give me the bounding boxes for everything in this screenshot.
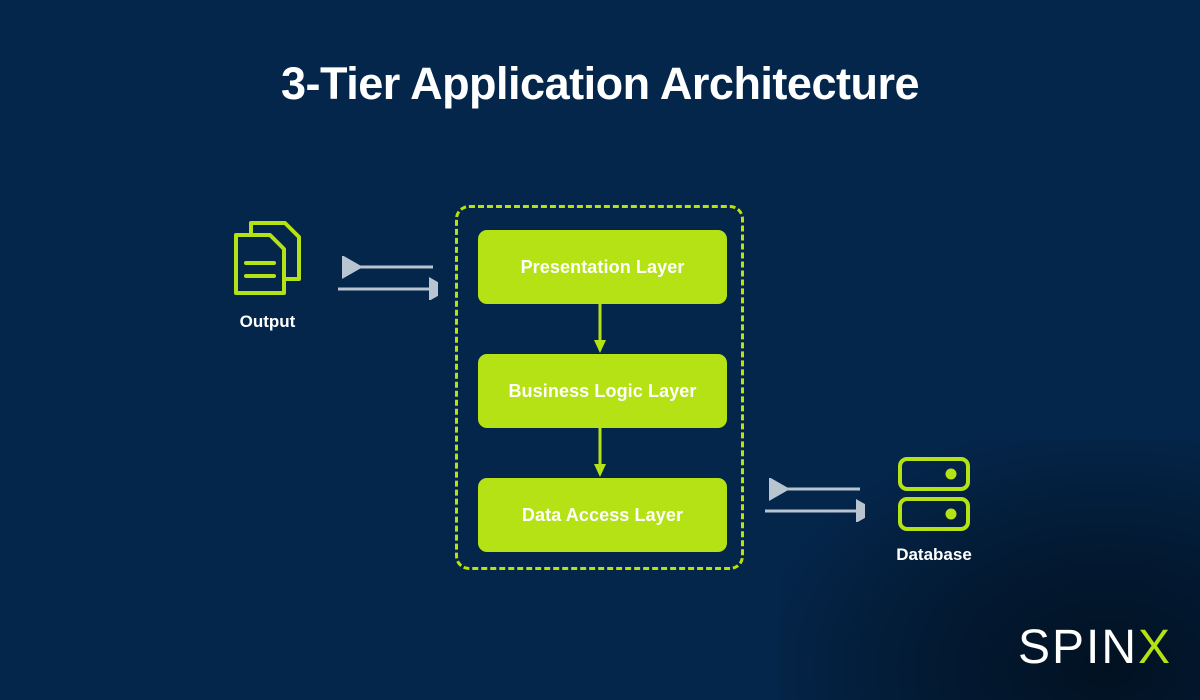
output-label: Output [239,312,296,331]
layer-presentation-label: Presentation Layer [520,256,685,277]
flow-arrow-business-to-data-access [593,428,606,477]
database-node: Database [873,455,995,565]
documents-icon [233,221,301,295]
flow-arrow-presentation-to-business [593,304,606,353]
database-connector-arrows [765,478,865,522]
spinx-logo: SPINX [1018,624,1172,672]
layer-business-logic-label: Business Logic Layer [508,380,697,401]
output-connector-arrows [338,256,438,300]
layer-data-access-label: Data Access Layer [521,504,684,525]
database-label: Database [896,545,972,564]
logo-word: SPIN [1017,621,1138,674]
tier-container: Presentation Layer Business Logic Layer … [455,205,744,570]
layer-business-logic[interactable]: Business Logic Layer [478,354,727,428]
layer-data-access[interactable]: Data Access Layer [478,478,727,552]
layer-presentation[interactable]: Presentation Layer [478,230,727,304]
logo-accent-letter: X [1137,621,1172,674]
output-node: Output [205,218,330,332]
page-title: 3-Tier Application Architecture [281,58,919,109]
database-icon [898,457,970,531]
